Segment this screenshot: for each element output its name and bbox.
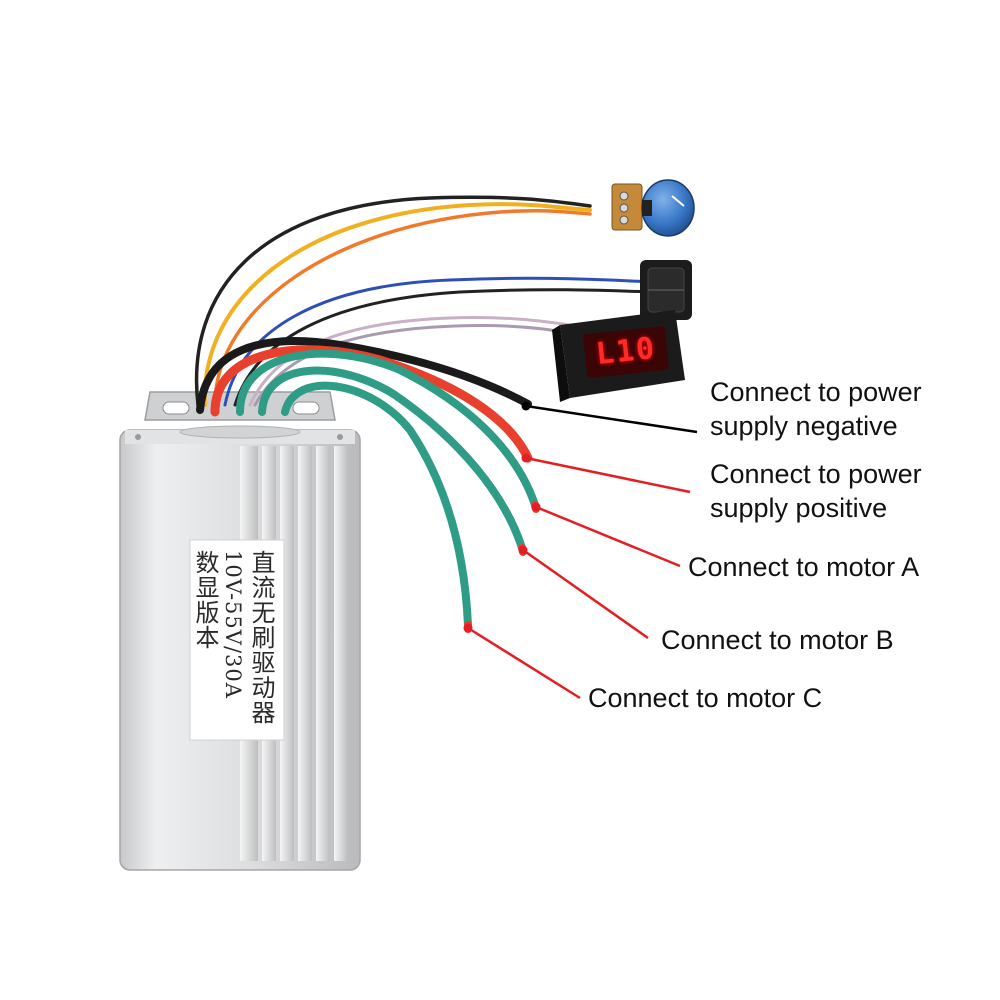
- led-display-icon: [552, 310, 685, 402]
- wire-black-power: [196, 337, 532, 414]
- wire-green-c: [281, 381, 472, 629]
- controller-housing: [119, 425, 361, 871]
- leader-motor-b: [522, 548, 649, 640]
- wire-black-pot: [194, 195, 592, 407]
- label-power-positive: Connect to power supply positive: [710, 457, 922, 525]
- sticker-line-3: 数显版本: [191, 550, 219, 650]
- label-power-positive-line-1: Connect to power: [710, 459, 922, 489]
- label-motor-c: Connect to motor C: [588, 683, 823, 713]
- leader-lines: [463, 401, 698, 700]
- wire-green-a: [236, 349, 539, 509]
- spec-sticker: [189, 539, 285, 741]
- wire-yellow: [202, 202, 592, 407]
- label-power-negative: Connect to power supply negative: [710, 375, 922, 443]
- wire-gray-1: [248, 315, 577, 407]
- label-motor-b: Connect to motor B: [661, 625, 894, 655]
- label-motor-a: Connect to motor A: [688, 552, 920, 582]
- leader-power-negative: [525, 404, 698, 434]
- leader-motor-a: [535, 505, 681, 568]
- sticker-line-2: 10V-55V/30A: [221, 550, 245, 699]
- sticker-text-block: 直流无刷驱动器 10V-55V/30A 数显版本: [191, 548, 280, 736]
- wire-green-b: [258, 366, 526, 552]
- label-power-positive-line-2: supply positive: [710, 493, 888, 523]
- wire-orange: [213, 208, 592, 407]
- sticker-line-1: 直流无刷驱动器: [247, 550, 275, 725]
- leader-power-positive: [525, 456, 691, 494]
- label-power-negative-line-1: Connect to power: [710, 377, 922, 407]
- display-reading: L10: [594, 330, 658, 373]
- label-power-negative-line-2: supply negative: [710, 411, 898, 441]
- potentiometer-knob-icon: [611, 179, 695, 237]
- wire-gray-2: [253, 323, 577, 407]
- leader-motor-c: [467, 626, 581, 700]
- rocker-switch-icon: [640, 260, 692, 320]
